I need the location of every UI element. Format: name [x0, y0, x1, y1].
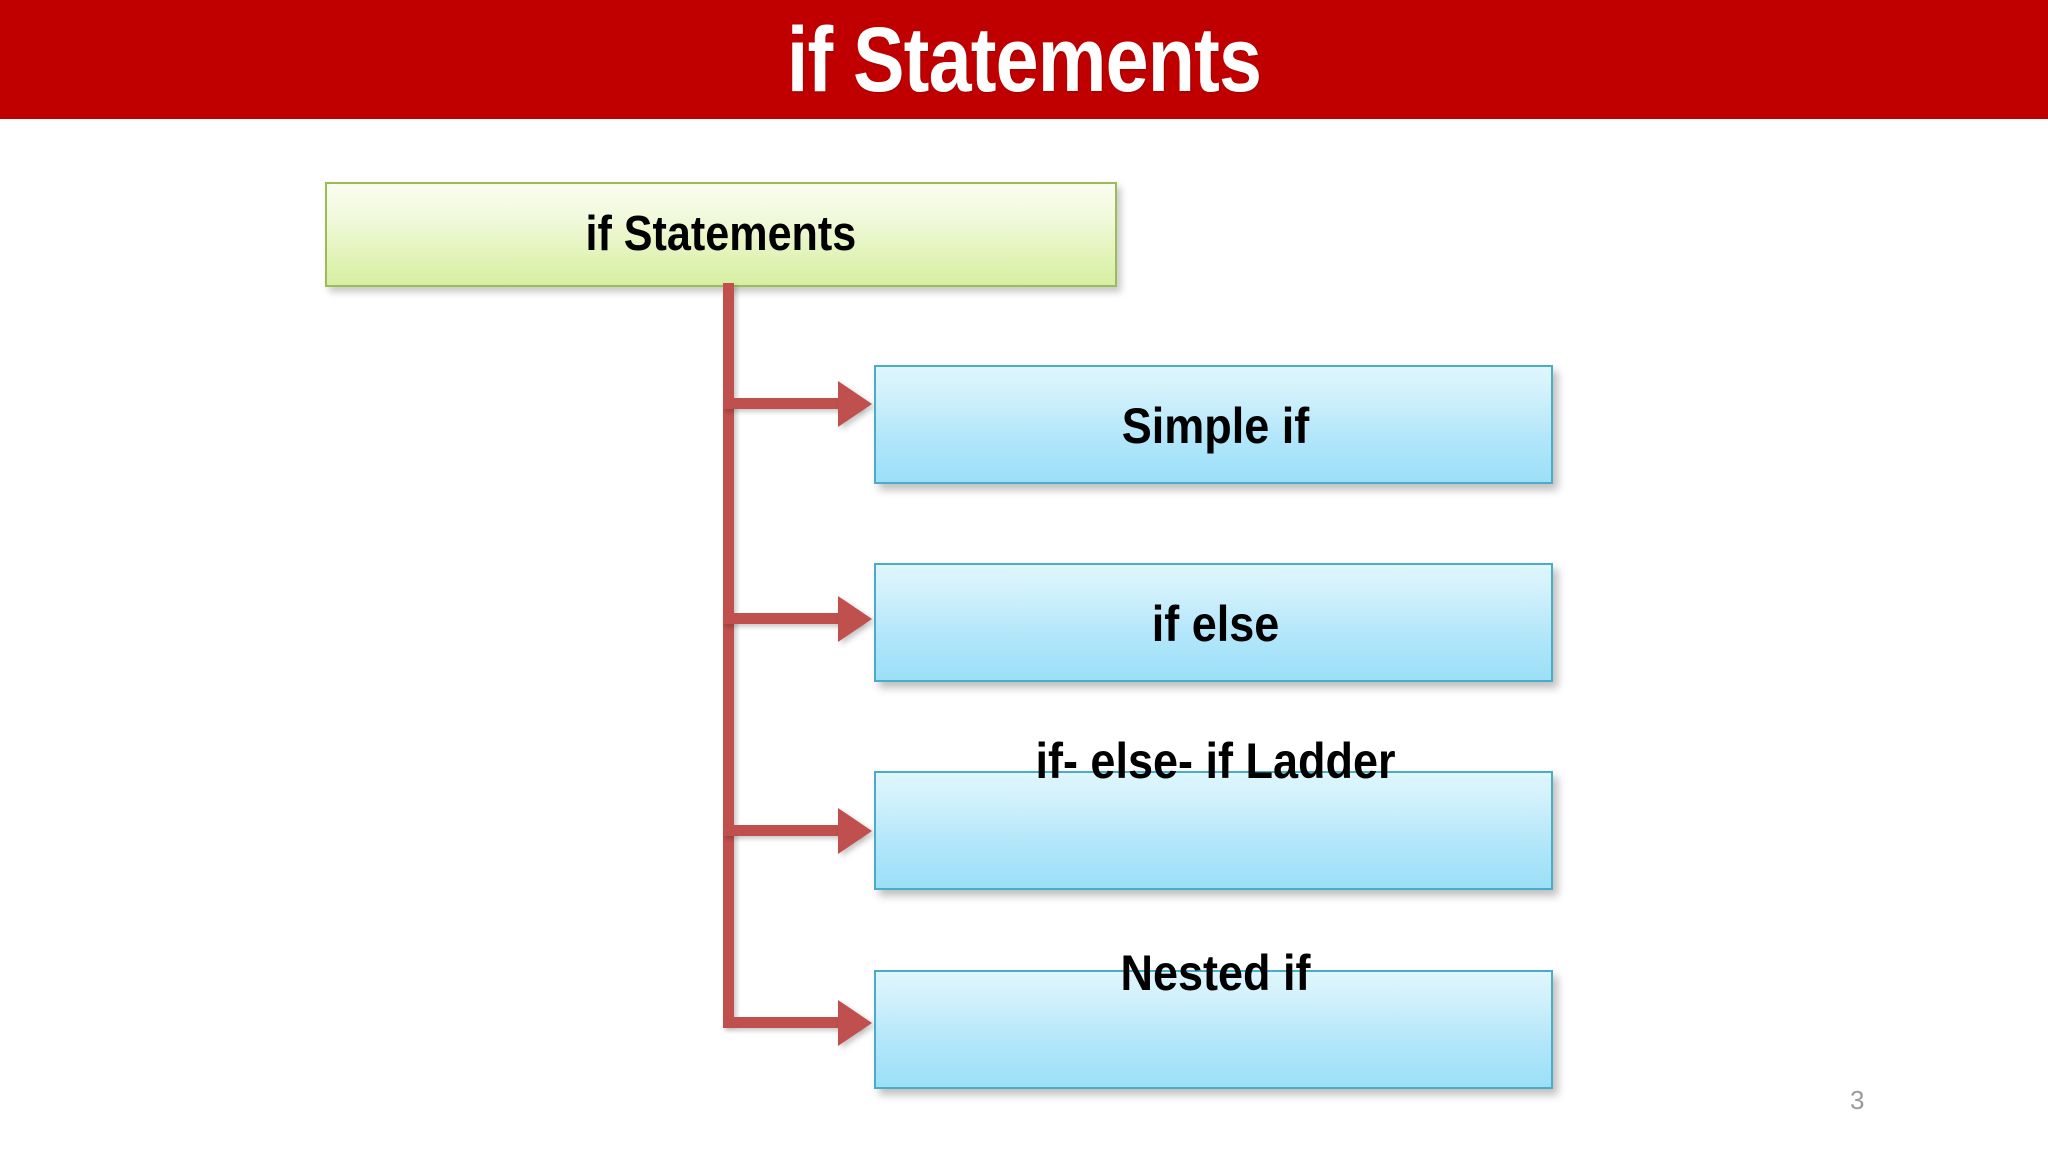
- connector-branch-line-3: [723, 825, 861, 836]
- diagram-leaf-node-nested-if[interactable]: Nested if: [874, 948, 1553, 1089]
- diagram-leaf-node-simple-if[interactable]: Simple if: [874, 365, 1553, 484]
- slide-number: 3: [1850, 1085, 1865, 1115]
- arrow-right-icon: [838, 596, 872, 642]
- diagram-leaf-node-label: if- else- if Ladder: [1035, 733, 1396, 789]
- arrow-right-icon: [838, 808, 872, 854]
- diagram-root-node-label: if Statements: [585, 207, 857, 261]
- diagram-leaf-node-if-else-if-ladder[interactable]: if- else- if Ladder: [874, 736, 1553, 890]
- connector-branch-line-2: [723, 613, 861, 624]
- title-banner: [0, 0, 2048, 119]
- connector-branch-line-1: [723, 398, 861, 409]
- connector-branch-line-4: [723, 1017, 861, 1028]
- page-title: if Statements: [786, 8, 1262, 111]
- diagram-leaf-node-label: if else: [1151, 596, 1280, 652]
- diagram-root-node[interactable]: if Statements: [325, 182, 1117, 287]
- connector-trunk-line: [723, 283, 734, 1024]
- diagram-leaf-node-if-else[interactable]: if else: [874, 563, 1553, 682]
- arrow-right-icon: [838, 381, 872, 427]
- arrow-right-icon: [838, 1000, 872, 1046]
- diagram-leaf-node-label: Nested if: [1120, 945, 1311, 1001]
- diagram-leaf-node-label: Simple if: [1121, 398, 1310, 454]
